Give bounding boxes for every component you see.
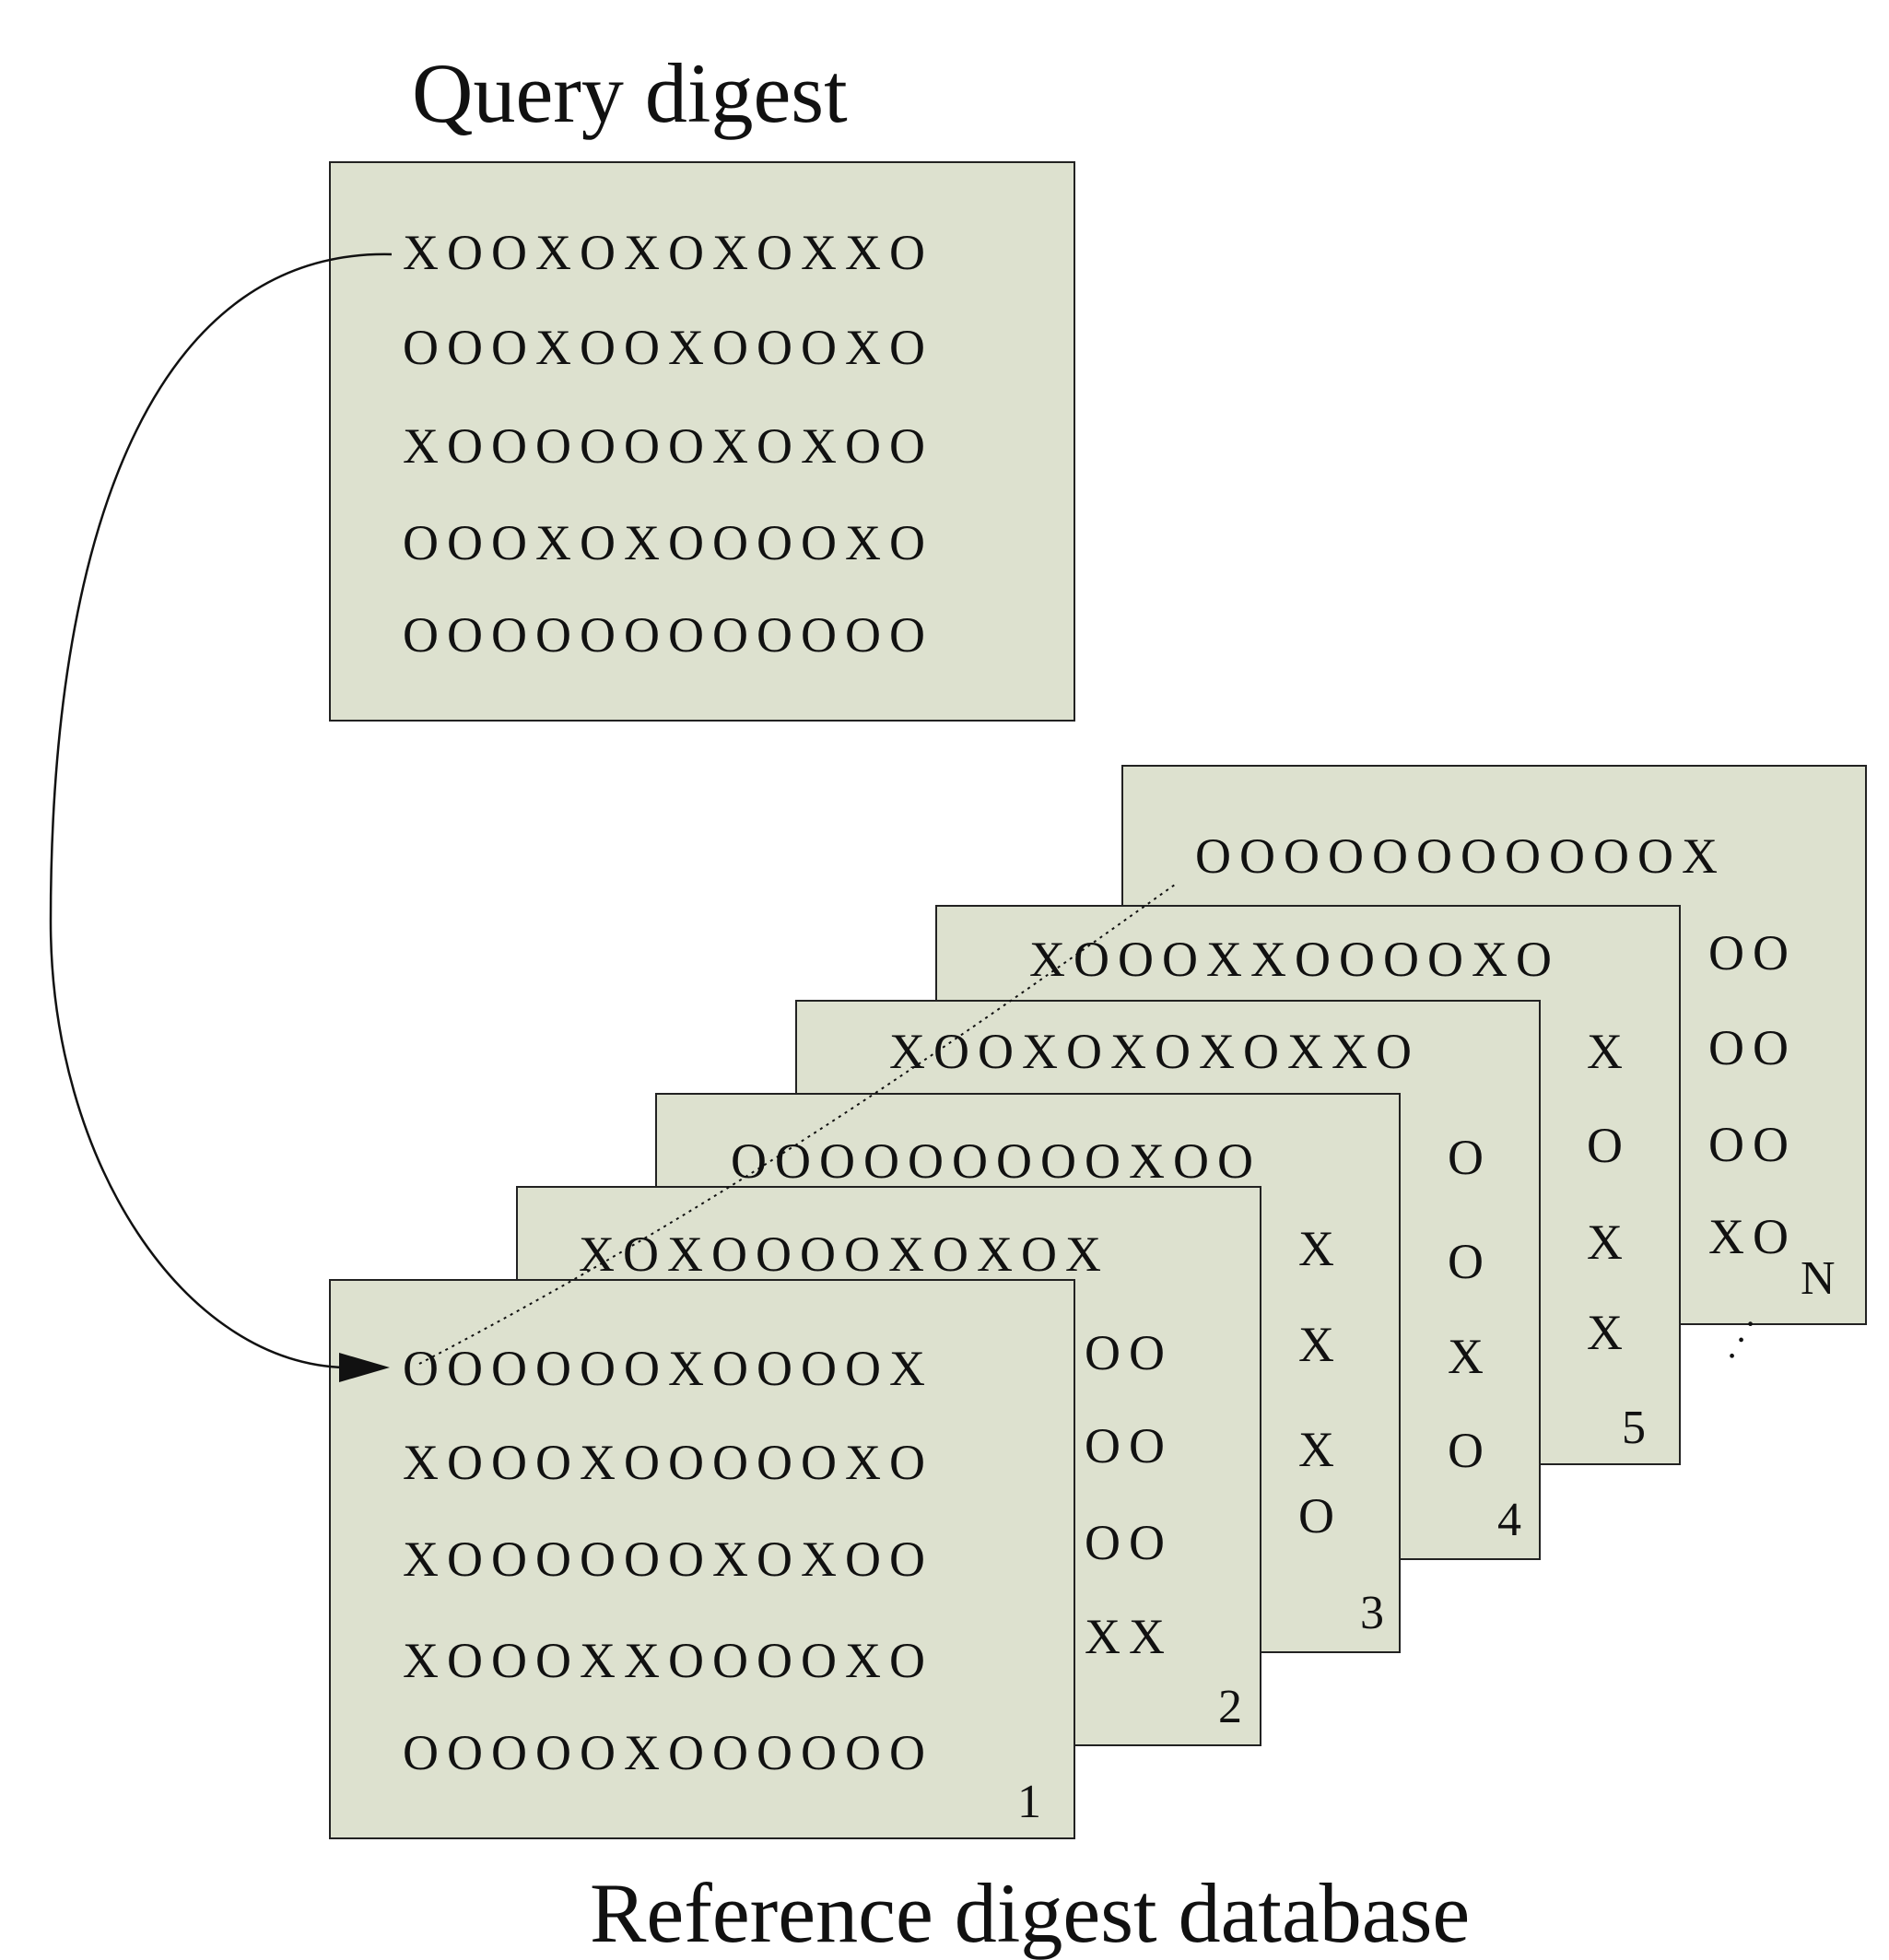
reference-card-tail: XX <box>1085 1609 1173 1664</box>
reference-card-tail: X <box>1298 1221 1343 1276</box>
reference-card-tail: OO <box>1085 1418 1173 1473</box>
reference-card-tail: X <box>1587 1215 1631 1270</box>
reference-card-tail: X <box>1587 1305 1631 1360</box>
reference-card-tail: OO <box>1708 925 1797 980</box>
arrowhead-icon <box>339 1353 390 1382</box>
reference-database-title: Reference digest database <box>590 1866 1471 1960</box>
reference-card-tail: O <box>1298 1488 1343 1543</box>
reference-card-tail: O <box>1448 1130 1492 1185</box>
reference-card-index: 5 <box>1622 1402 1646 1454</box>
reference-card-tail: XO <box>1708 1209 1797 1264</box>
reference-card-1: OOOOOOXOOOOX XOOOXOOOOOXO XOOOOOOXOXOO X… <box>329 1279 1075 1839</box>
reference-card-tail: O <box>1448 1234 1492 1289</box>
query-digest-card: XOOXOXOXOXXO OOOXOOXOOOXO XOOOOOOXOXOO O… <box>329 161 1075 722</box>
reference-card-tail: X <box>1298 1317 1343 1372</box>
reference-card-tail: X <box>1298 1422 1343 1477</box>
query-row: XOOXOXOXOXXO <box>403 225 933 280</box>
reference-card-row: XOOOXOOOOOXO <box>403 1435 933 1490</box>
reference-card-tail: X <box>1587 1024 1631 1079</box>
query-row: OOOOOOOOOOOO <box>403 607 933 663</box>
reference-card-row: OOOOOXOOOOOO <box>403 1725 933 1780</box>
reference-card-row: XOXOOOOXOXOX <box>579 1226 1109 1282</box>
reference-card-row: OOOOOOOOOOOX <box>1195 828 1726 884</box>
reference-card-row: XOOXOXOXOXXO <box>889 1024 1420 1079</box>
query-row: XOOOOOOXOXOO <box>403 418 933 474</box>
reference-card-index: 4 <box>1497 1494 1521 1546</box>
reference-card-row: XOOOXXOOOOXO <box>403 1633 933 1688</box>
reference-card-tail: O <box>1587 1118 1631 1173</box>
reference-card-row: OOOOOOOOOXOO <box>731 1133 1261 1189</box>
query-row: OOOXOOXOOOXO <box>403 320 933 375</box>
reference-card-index: 2 <box>1218 1681 1242 1733</box>
reference-card-tail: OO <box>1708 1117 1797 1172</box>
reference-card-tail: OO <box>1708 1020 1797 1075</box>
query-digest-title: Query digest <box>412 46 848 140</box>
reference-card-tail: OO <box>1085 1325 1173 1380</box>
reference-card-tail: OO <box>1085 1515 1173 1570</box>
reference-card-tail: O <box>1448 1423 1492 1478</box>
reference-card-row: XOOOOOOXOXOO <box>403 1532 933 1587</box>
query-to-reference-arrow <box>49 252 393 1369</box>
reference-card-index: 3 <box>1360 1587 1384 1639</box>
reference-card-row: OOOOOOXOOOOX <box>403 1341 933 1396</box>
reference-card-tail: X <box>1448 1329 1492 1384</box>
reference-dotted-link <box>418 884 1176 1365</box>
query-row: OOOXOXOOOOXO <box>403 515 933 570</box>
reference-card-index: 1 <box>1017 1776 1041 1828</box>
reference-card-index: N <box>1801 1252 1836 1305</box>
reference-card-row: XOOOXXOOOOXO <box>1029 932 1560 987</box>
